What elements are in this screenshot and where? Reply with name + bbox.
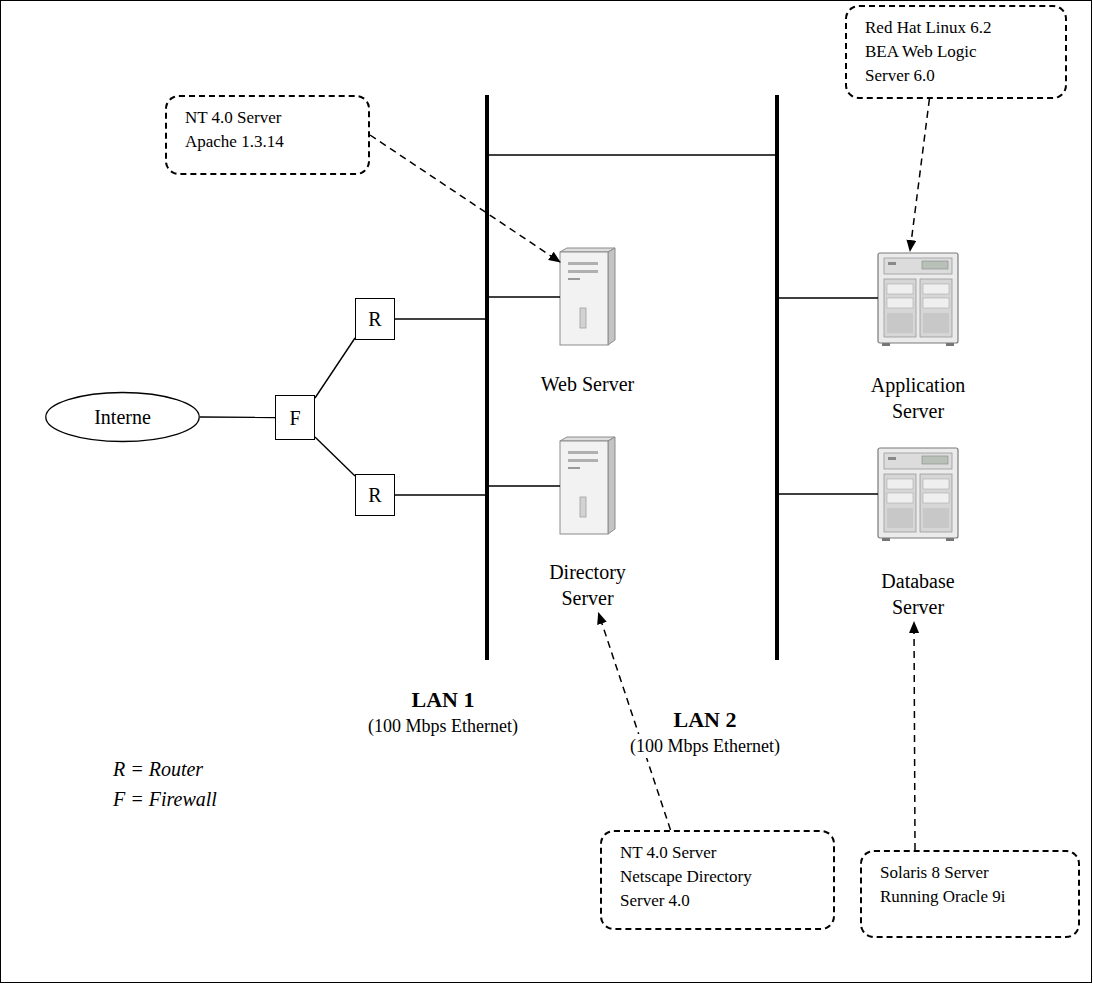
network-link <box>487 154 777 155</box>
network-label: Interne <box>94 405 151 429</box>
network-link <box>395 318 487 319</box>
key-note: F = Firewall <box>113 786 217 812</box>
server-label: Database Server <box>858 568 978 620</box>
network-link <box>777 297 878 298</box>
callout-box: NT 4.0 ServerApache 1.3.14 <box>165 95 370 175</box>
callout-text: Apache 1.3.14 <box>185 130 352 154</box>
callout-text: Netscape Directory Server 4.0 <box>620 865 770 913</box>
callout-box: Solaris 8 ServerRunning Oracle 9i <box>860 850 1080 938</box>
server-label: Web Server <box>539 371 636 397</box>
callout-box: NT 4.0 ServerNetscape Directory Server 4… <box>600 830 835 930</box>
lan-bus: LAN 2(100 Mbps Ethernet) <box>775 95 779 660</box>
key-note: R = Router <box>113 756 203 782</box>
callout-text: NT 4.0 Server <box>620 841 817 865</box>
server-node: Database Server <box>878 446 958 622</box>
network-link <box>777 493 878 494</box>
lan-speed: (100 Mbps Ethernet) <box>366 714 520 738</box>
network-link <box>395 494 487 495</box>
server-caption: Web Server <box>518 371 658 397</box>
server-node: Application Server <box>878 251 958 426</box>
lan-speed: (100 Mbps Ethernet) <box>628 734 782 758</box>
router-box: R <box>355 474 395 516</box>
lan-bus: LAN 1(100 Mbps Ethernet) <box>485 95 489 660</box>
network-link <box>315 437 355 476</box>
application-server-icon <box>878 253 958 346</box>
lan-caption: LAN 1(100 Mbps Ethernet) <box>323 686 563 738</box>
callout-text: Running Oracle 9i <box>880 885 1062 909</box>
network-link <box>315 338 355 398</box>
network-link <box>487 296 560 297</box>
lan-caption: LAN 2(100 Mbps Ethernet) <box>585 706 825 758</box>
callout-text: BEA Web Logic Server 6.0 <box>865 40 1005 88</box>
callout-leader <box>910 99 929 251</box>
server-caption: Database Server <box>858 568 978 620</box>
server-label: Directory Server <box>533 559 643 611</box>
callout-text: NT 4.0 Server <box>185 106 352 130</box>
lan-name: LAN 2 <box>672 706 739 734</box>
callout-text: Red Hat Linux 6.2 <box>865 16 1049 40</box>
callout-text: Solaris 8 Server <box>880 861 1062 885</box>
server-label: Application Server <box>858 372 978 424</box>
router-box: R <box>355 298 395 340</box>
firewall-box: F <box>275 395 315 440</box>
callout-leader <box>914 622 915 850</box>
server-caption: Directory Server <box>533 559 643 611</box>
callout-leader <box>370 135 560 262</box>
server-node: Web Server <box>560 248 615 399</box>
network-cloud: Interne <box>45 392 200 442</box>
directory-server-icon <box>560 437 615 534</box>
server-caption: Application Server <box>858 372 978 424</box>
lan-name: LAN 1 <box>410 686 477 714</box>
network-link <box>487 485 560 486</box>
device-label: R <box>368 307 381 331</box>
server-node: Directory Server <box>560 437 615 613</box>
network-link <box>200 416 275 418</box>
device-label: F <box>289 406 300 430</box>
web-server-icon <box>560 248 615 345</box>
device-label: R <box>368 483 381 507</box>
callout-leader <box>599 613 671 830</box>
callout-box: Red Hat Linux 6.2BEA Web Logic Server 6.… <box>845 5 1067 99</box>
database-server-icon <box>878 448 958 541</box>
